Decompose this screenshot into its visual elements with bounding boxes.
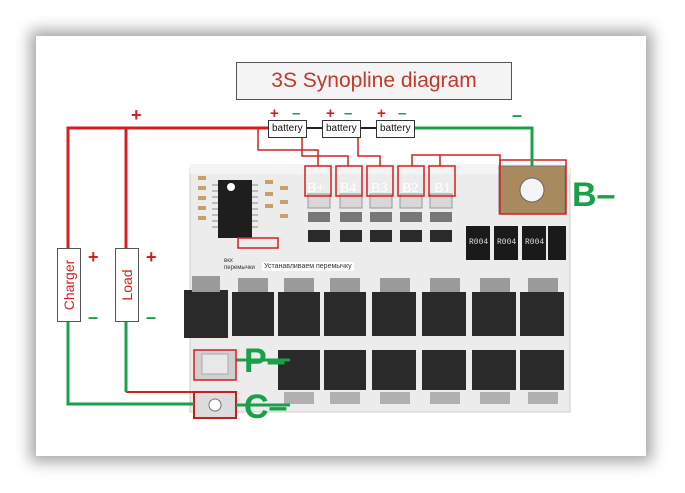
shunt-resistors bbox=[466, 226, 566, 260]
charger-plus: + bbox=[88, 247, 99, 267]
load-box: Load bbox=[115, 248, 139, 322]
mosfet-tabs-top bbox=[192, 276, 558, 292]
battery-3: battery bbox=[376, 120, 415, 138]
load-minus: – bbox=[146, 307, 157, 327]
control-ic bbox=[218, 180, 252, 238]
battery-3-plus: + bbox=[377, 105, 386, 122]
tap-b-plus: B+ bbox=[307, 181, 325, 196]
p-pad-outline bbox=[193, 349, 237, 381]
tap-b4: B4 bbox=[340, 181, 357, 196]
c-minus-hole bbox=[208, 398, 222, 412]
terminal-b-minus: B– bbox=[572, 176, 616, 214]
board-note-jumper-out: вкх перемычки bbox=[224, 258, 255, 271]
diagram-title: 3S Synopline diagram bbox=[236, 62, 512, 100]
terminal-c-minus: C– bbox=[244, 388, 288, 426]
terminal-p-minus: P– bbox=[244, 342, 286, 380]
shunt-code-2: R004 bbox=[497, 238, 517, 247]
battery-2-minus: – bbox=[344, 105, 353, 122]
load-plus: + bbox=[146, 247, 157, 267]
battery-2: battery bbox=[322, 120, 361, 138]
p-minus-pad-inner bbox=[201, 353, 229, 375]
balance-channels bbox=[307, 193, 453, 242]
charger-box: Charger bbox=[57, 248, 81, 322]
shunt-code-1: R004 bbox=[469, 238, 489, 247]
battery-3-minus: – bbox=[398, 105, 407, 122]
main-plus-sign: + bbox=[131, 105, 142, 125]
battery-1-plus: + bbox=[270, 105, 279, 122]
charger-minus: – bbox=[88, 307, 99, 327]
load-label: Load bbox=[119, 269, 135, 301]
pcb-top-strip bbox=[190, 164, 570, 174]
battery-2-plus: + bbox=[326, 105, 335, 122]
main-minus-sign: – bbox=[512, 105, 523, 125]
tap-outlines bbox=[237, 159, 567, 249]
battery-1-minus: – bbox=[292, 105, 301, 122]
mosfet-row-bottom bbox=[278, 350, 564, 390]
ic-marker bbox=[227, 183, 235, 191]
charger-label: Charger bbox=[61, 259, 77, 311]
ic-pins bbox=[212, 184, 258, 228]
tap-b2: B2 bbox=[402, 181, 419, 196]
board-note-install-jumper: Устанавливаем перемычку bbox=[262, 262, 354, 271]
small-components bbox=[198, 176, 288, 220]
battery-1: battery bbox=[268, 120, 307, 138]
b-minus-hole bbox=[519, 177, 545, 203]
tap-b1: B1 bbox=[434, 181, 451, 196]
shunt-code-3: R004 bbox=[525, 238, 545, 247]
mosfet-row-top bbox=[184, 290, 564, 338]
tap-b3: B3 bbox=[371, 181, 388, 196]
mosfet-tabs-bottom bbox=[284, 392, 558, 404]
